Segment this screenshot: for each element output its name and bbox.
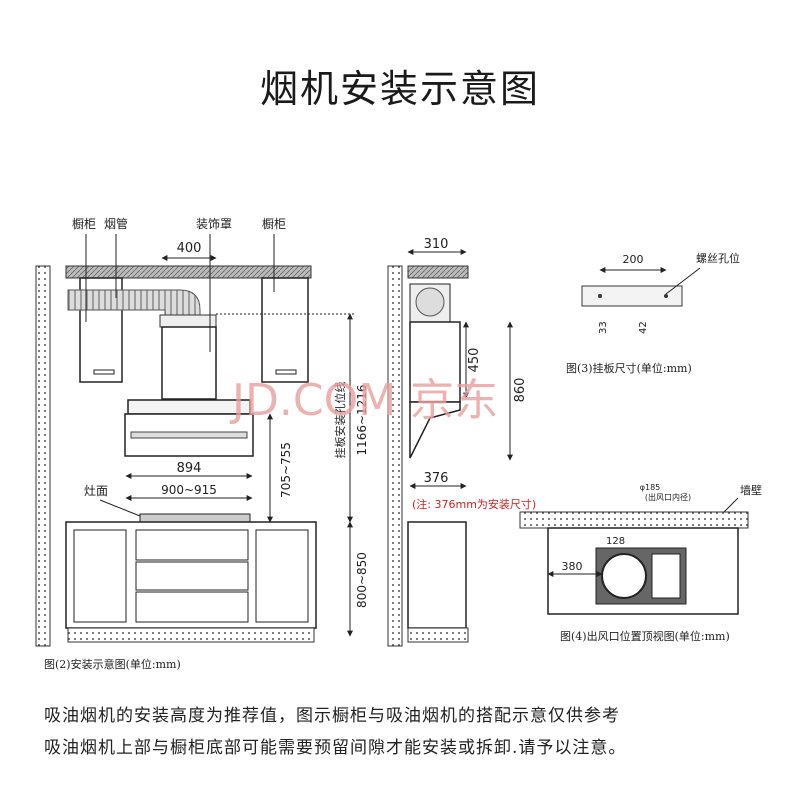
- drawer-2: [135, 561, 249, 591]
- side-base-cabinet: [407, 521, 467, 629]
- side-ceiling: [407, 265, 469, 279]
- side-diagram: 310 450 860 376 (注: 376mm为安装尺寸): [387, 237, 536, 647]
- dim-860: 860: [513, 378, 528, 403]
- leader-cooktop: [99, 499, 141, 517]
- mount-hole-label: 挂板安装孔位线: [333, 382, 347, 459]
- label-cooktop: 灶面: [84, 484, 108, 498]
- outlet-damper: [651, 553, 681, 599]
- dim-380: 380: [562, 560, 583, 573]
- side-chimney: [409, 321, 461, 403]
- top-view-diagram: 墙壁 φ185 (出风口内径) 128 380 图(4)出风口位置顶视图(单位:…: [519, 483, 762, 643]
- dim-705-755: 705~755: [279, 442, 293, 498]
- dim-450: 450: [467, 348, 482, 373]
- drawer-3: [135, 591, 249, 623]
- dim-310: 310: [424, 237, 449, 252]
- cover-top: [159, 314, 217, 328]
- label-cabinet-left: 橱柜: [72, 217, 96, 231]
- left-wall: [35, 265, 51, 647]
- side-hood: [409, 401, 461, 459]
- screw-hole-left: [598, 294, 602, 298]
- leader-wall: [723, 497, 739, 513]
- watermark: JD.COM 京东: [229, 375, 498, 426]
- main-diagram: 橱柜 烟管 装饰罩 橱柜 灶面 400 894 900~915 705~755 …: [35, 216, 369, 671]
- dim-900-915: 900~915: [161, 483, 217, 497]
- description-line-1: 吸油烟机的安装高度为推荐值，图示橱柜与吸油烟机的搭配示意仅供参考: [44, 706, 620, 726]
- cabinet-handle-right: [275, 369, 297, 375]
- dim-1166-1216: 1166~1216: [355, 384, 369, 455]
- dim-42: 42: [638, 321, 649, 334]
- side-note: (注: 376mm为安装尺寸): [412, 497, 536, 511]
- side-duct-ring: [415, 287, 445, 317]
- base-cabinet: [65, 521, 317, 629]
- dim-33: 33: [598, 321, 609, 334]
- screw-hole-right: [664, 294, 668, 298]
- dim-200: 200: [623, 253, 644, 266]
- label-cover: 装饰罩: [196, 217, 232, 231]
- dim-400: 400: [177, 241, 202, 256]
- dim-894: 894: [177, 461, 202, 476]
- side-floor: [407, 627, 469, 643]
- cabinet-handle-left: [93, 369, 115, 375]
- hood-panel: [130, 431, 248, 439]
- dim-185: φ185: [640, 483, 661, 492]
- dim-376: 376: [424, 471, 449, 486]
- dim-185-label: (出风口内径): [645, 492, 691, 502]
- outlet-circle: [601, 553, 647, 599]
- screw-label: 螺丝孔位: [696, 251, 740, 265]
- caption-fig4: 图(4)出风口位置顶视图(单位:mm): [560, 629, 730, 643]
- decorative-cover: [161, 326, 217, 400]
- side-wall: [387, 265, 403, 647]
- cooktop: [139, 513, 251, 523]
- mount-plate: [581, 285, 683, 307]
- base-door-left: [73, 529, 127, 623]
- drawer-1: [135, 529, 249, 561]
- base-door-right: [255, 529, 309, 623]
- ceiling: [65, 265, 312, 279]
- page-title: 烟机安装示意图: [259, 67, 540, 111]
- wall-label: 墙壁: [740, 483, 762, 497]
- upper-cabinet-right: [261, 277, 309, 383]
- description: 吸油烟机的安装高度为推荐值，图示橱柜与吸油烟机的搭配示意仅供参考 吸油烟机上部与…: [44, 700, 764, 764]
- description-line-2: 吸油烟机上部与橱柜底部可能需要预留间隙才能安装或拆卸.请予以注意。: [44, 738, 627, 758]
- plate-diagram: 200 螺丝孔位 33 42 图(3)挂板尺寸(单位:mm): [566, 251, 740, 375]
- dim-128: 128: [606, 536, 625, 547]
- leader-screw: [665, 267, 701, 295]
- caption-fig2: 图(2)安装示意图(单位:mm): [44, 657, 181, 671]
- top-wall: [519, 511, 749, 529]
- dim-800-850: 800~850: [355, 552, 369, 608]
- caption-fig3: 图(3)挂板尺寸(单位:mm): [566, 361, 692, 375]
- label-cabinet-right: 橱柜: [262, 217, 286, 231]
- label-duct: 烟管: [104, 216, 128, 231]
- floor: [67, 627, 315, 643]
